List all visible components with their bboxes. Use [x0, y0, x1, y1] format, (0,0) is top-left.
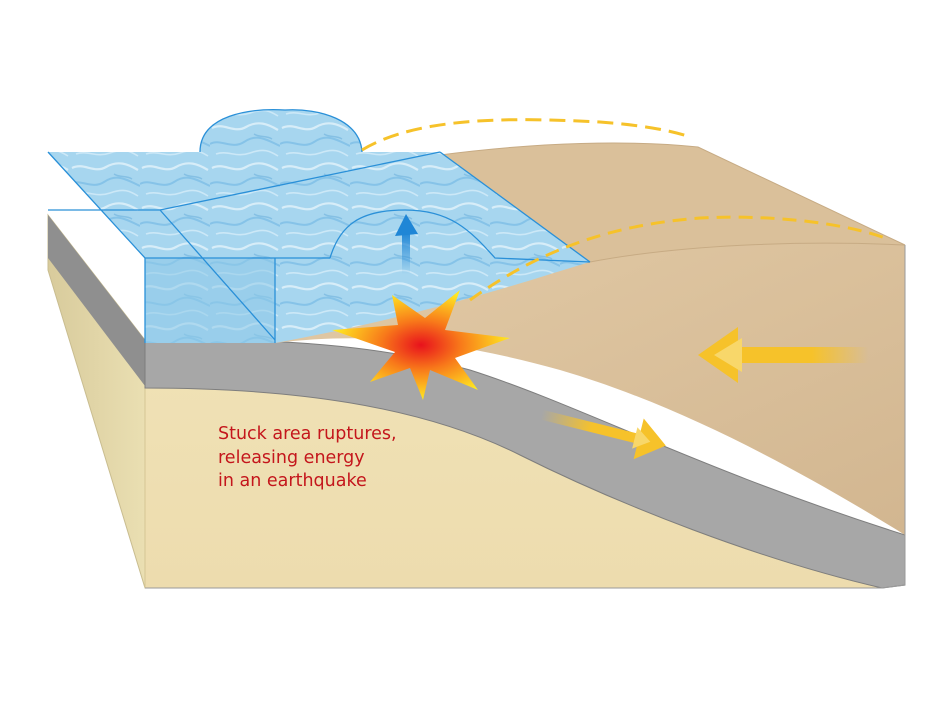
- right-arrow-icon: [540, 409, 666, 460]
- inland-deformation-line: [469, 215, 886, 302]
- ocean-front-face: [145, 258, 275, 343]
- left-arrow-icon: [698, 327, 868, 383]
- rupture-caption: Stuck area ruptures, releasing energy in…: [218, 424, 397, 491]
- block-outline: [145, 245, 906, 589]
- uplift-arrow-icon: [395, 214, 418, 274]
- crust-side-strip: [48, 215, 145, 386]
- ocean-grid-lines: [47, 109, 591, 343]
- coast-deformation-line: [361, 118, 691, 152]
- rupture-starburst-icon: [332, 290, 510, 400]
